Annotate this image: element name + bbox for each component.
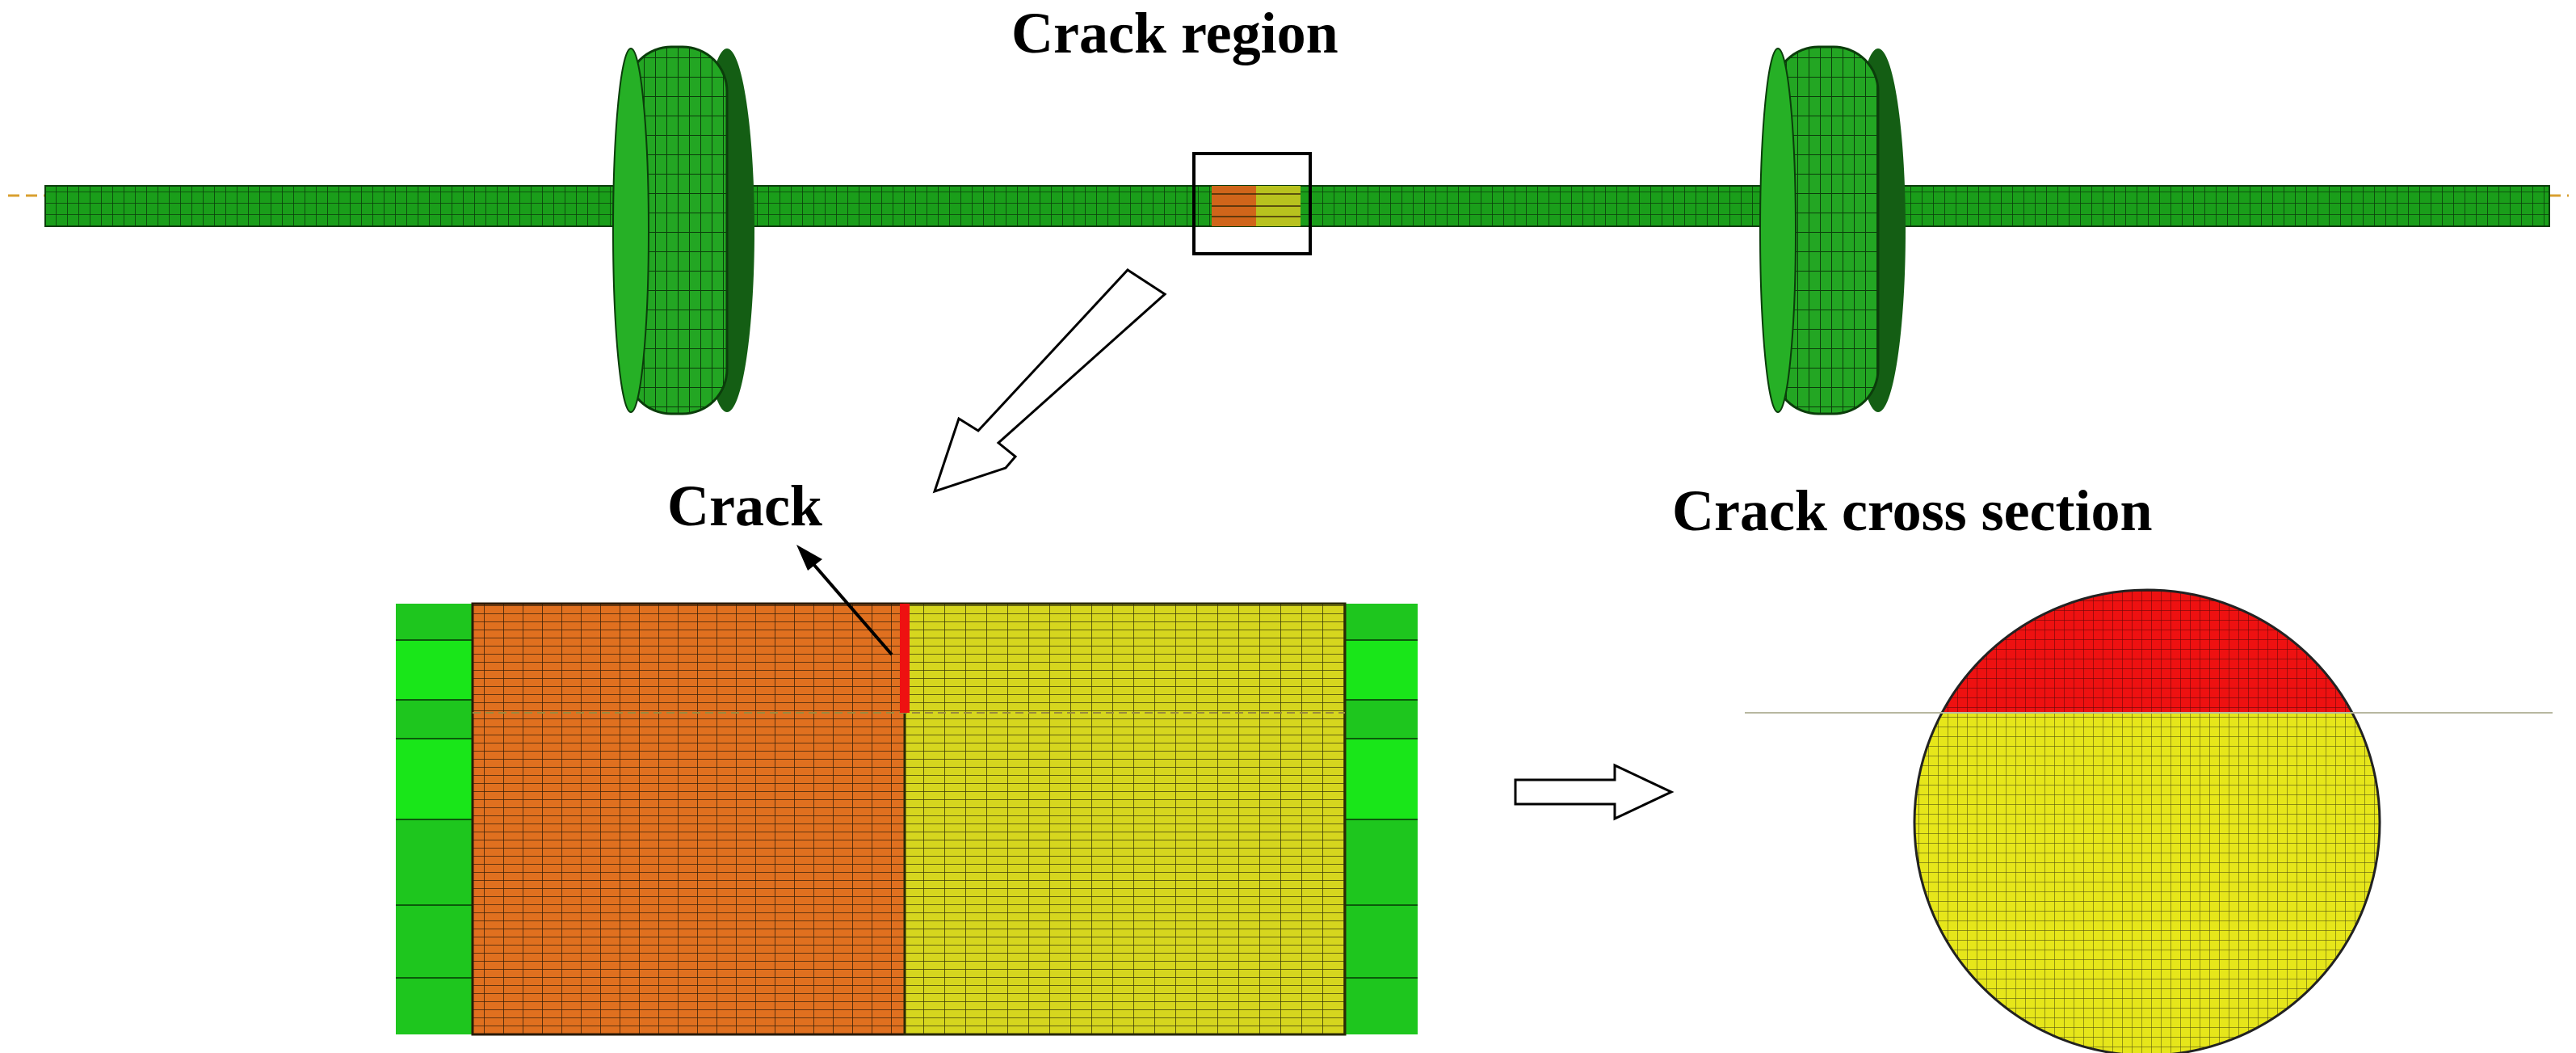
cross-section-cracked — [1914, 590, 2380, 713]
crack-region-box — [1192, 152, 1312, 255]
zoom-arrow-icon — [932, 268, 1167, 494]
rotor-model — [8, 45, 2569, 415]
crack-right-section — [903, 602, 1347, 1036]
right-arrow-icon — [1514, 763, 1675, 821]
right-disk — [1759, 45, 1906, 415]
crack-region-label: Crack region — [1011, 1, 1338, 65]
crack-pointer-arrow-icon — [796, 545, 893, 656]
crack-label: Crack — [667, 474, 822, 538]
crack-cross-section-label: Crack cross section — [1672, 478, 2153, 543]
crack-left-section — [471, 602, 906, 1036]
crack-region-detail — [1212, 186, 1301, 226]
crack-cross-section-disk — [1745, 588, 2553, 1053]
zoomed-shaft-segment — [396, 602, 1418, 1036]
left-disk — [612, 45, 754, 415]
crack-mark — [900, 604, 910, 713]
